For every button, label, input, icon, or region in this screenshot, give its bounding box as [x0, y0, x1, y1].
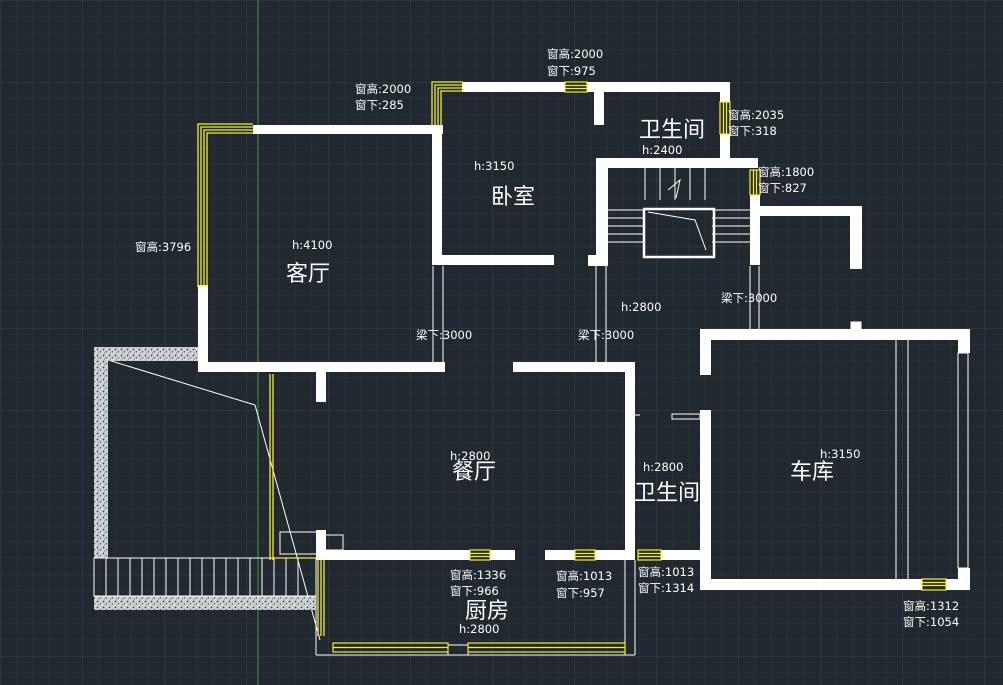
window-kitchen-a: [469, 549, 491, 561]
wall-dining-right: [625, 362, 635, 560]
wall-garage-left: [700, 410, 711, 590]
wall-bath-right2: [720, 134, 730, 164]
room-label-bath-mid: 卫生间: [634, 481, 700, 506]
window-bath-low-sill: 窗下:1314: [638, 581, 694, 595]
beam-right: 梁下:3000: [721, 291, 777, 305]
wall-stair-bottom: [588, 255, 608, 266]
beam-annotations: 梁下:3000 梁下:3000 梁下:3000: [416, 291, 777, 342]
window-garage-height: 窗高:1312: [903, 599, 959, 613]
window-stair-sill: 窗下:827: [758, 181, 807, 195]
wall-living-left: [198, 285, 208, 372]
wall-bedroom-bottom: [442, 255, 554, 265]
wall-stair-left: [596, 158, 608, 266]
height-garage: h:3150: [820, 447, 860, 461]
window-top-height: 窗高:2000: [547, 47, 603, 61]
window-top-sill: 窗下:975: [547, 64, 596, 78]
wall-garage-bottom: [700, 579, 922, 590]
terrace-gravel-top: [94, 347, 198, 361]
height-kitchen: h:2800: [459, 622, 499, 636]
window-kitchen-b-height: 窗高:1013: [556, 569, 612, 583]
window-living-height: 窗高:3796: [135, 240, 191, 254]
window-kitchen-b-sill: 窗下:957: [556, 586, 605, 600]
wall-garage-top: [700, 329, 970, 340]
window-bath-height: 窗高:2035: [728, 108, 784, 122]
height-bath-top: h:2400: [642, 143, 682, 157]
wall-dining-bottom3: [545, 550, 575, 560]
wall-stair-ext-right: [850, 206, 862, 269]
window-bath-sill: 窗下:318: [728, 124, 777, 138]
height-living: h:4100: [292, 238, 332, 252]
wall-dining-bottom5: [661, 550, 709, 560]
wall-bedroom-top2: [587, 82, 730, 92]
terrace: [93, 347, 317, 610]
wall-dining-bottom2: [490, 550, 515, 560]
windows: [197, 81, 947, 653]
wall-garage-left-top: [700, 329, 711, 375]
height-dining: h:2800: [450, 449, 490, 463]
window-bath-low-height: 窗高:1013: [638, 565, 694, 579]
room-label-garage: 车库: [790, 460, 834, 485]
window-bedroom-sill: 窗下:285: [355, 98, 404, 112]
window-annotations: 窗高:2000 窗下:975 窗高:2000 窗下:285 窗高:2035 窗下…: [135, 47, 959, 629]
wall-bedroom-left: [432, 125, 442, 265]
wall-stair-ext-top: [760, 206, 862, 216]
wall-living-bottom: [198, 362, 445, 372]
height-bath-mid: h:2800: [643, 460, 683, 474]
height-bedroom: h:3150: [474, 159, 514, 173]
window-kitchen-a-sill: 窗下:966: [450, 584, 499, 598]
column-stub: [850, 321, 862, 331]
wall-bath-right: [720, 82, 730, 102]
window-kitchen-a-height: 窗高:1336: [450, 568, 506, 582]
room-label-bath-top: 卫生间: [639, 118, 705, 143]
window-garage-sill: 窗下:1054: [903, 615, 959, 629]
wall-stair-right: [750, 195, 760, 265]
room-label-dining: 餐厅: [452, 460, 496, 485]
room-label-kitchen: 厨房: [465, 599, 509, 624]
window-stair: [749, 169, 761, 196]
room-label-bedroom: 卧室: [491, 185, 535, 210]
wall-bedroom-top: [462, 82, 565, 92]
room-label-living: 客厅: [286, 262, 330, 287]
wall-partition: [594, 82, 604, 125]
wall-living-top: [253, 125, 443, 134]
walls: [198, 82, 970, 590]
window-kitchen-b: [574, 549, 596, 561]
room-labels: 客厅 卧室 卫生间 餐厅 卫生间 车库 厨房: [286, 118, 834, 624]
window-garage: [921, 578, 947, 591]
beam-left: 梁下:3000: [416, 328, 472, 342]
wall-dining-bottom4: [595, 550, 635, 560]
height-corridor: h:2800: [621, 300, 661, 314]
wall-dining-bottom: [318, 550, 470, 560]
wall-dining-top: [513, 362, 635, 372]
wall-living-stub: [316, 370, 326, 402]
window-stair-height: 窗高:1800: [758, 165, 814, 179]
height-annotations: h:4100 h:3150 h:2400 h:2800 h:2800 h:280…: [292, 143, 860, 636]
window-bath: [719, 101, 731, 135]
terrace-gravel-bottom: [94, 596, 316, 610]
wall-bath-bottom: [608, 158, 758, 168]
window-top: [564, 81, 588, 93]
wall-kitchen-stub: [316, 530, 326, 560]
window-bath-low: [637, 549, 662, 561]
terrace-gravel-left: [94, 347, 108, 558]
beam-mid: 梁下:3000: [578, 328, 634, 342]
wall-garage-right-top: [958, 329, 970, 353]
window-bedroom-height: 窗高:2000: [355, 82, 411, 96]
wall-garage-right-bottom: [958, 568, 970, 590]
